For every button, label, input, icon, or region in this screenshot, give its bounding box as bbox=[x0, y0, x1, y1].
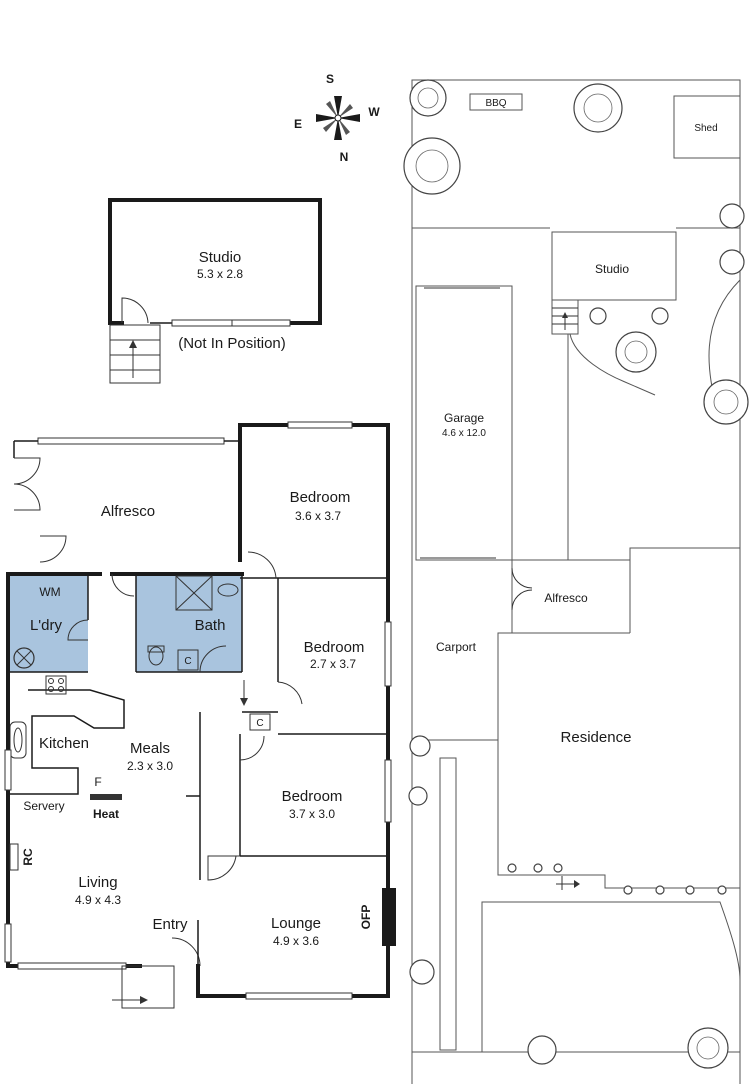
laundry-label: L'dry bbox=[30, 617, 63, 634]
bedroom1-label: Bedroom bbox=[290, 489, 351, 506]
house-plan bbox=[4, 421, 396, 1009]
bedroom2-size: 2.7 x 3.7 bbox=[310, 657, 356, 671]
site-studio-label: Studio bbox=[595, 262, 629, 276]
reverse-cycle-label: RC bbox=[21, 848, 35, 866]
washing-machine-label: WM bbox=[39, 585, 60, 599]
kitchen-label: Kitchen bbox=[39, 735, 89, 752]
site-alfresco-label: Alfresco bbox=[544, 591, 588, 605]
site-residence-label: Residence bbox=[561, 729, 632, 746]
compass-north-label: N bbox=[340, 150, 349, 164]
site-bbq-label: BBQ bbox=[485, 98, 506, 109]
bedroom3-size: 3.7 x 3.0 bbox=[289, 807, 335, 821]
bath-label: Bath bbox=[195, 617, 226, 634]
alfresco-label: Alfresco bbox=[101, 503, 155, 520]
entry-label: Entry bbox=[152, 916, 188, 933]
studio-size: 5.3 x 2.8 bbox=[197, 267, 243, 281]
lounge-size: 4.9 x 3.6 bbox=[273, 934, 319, 948]
living-label: Living bbox=[78, 874, 117, 891]
compass-east-label: E bbox=[294, 117, 302, 131]
site-carport-label: Carport bbox=[436, 640, 477, 654]
site-garage-label: Garage bbox=[444, 411, 484, 425]
open-fireplace-label: OFP bbox=[359, 905, 373, 930]
lounge-label: Lounge bbox=[271, 915, 321, 932]
meals-size: 2.3 x 3.0 bbox=[127, 759, 173, 773]
site-plan bbox=[411, 79, 741, 1084]
servery-label: Servery bbox=[23, 799, 64, 813]
fridge-label: F bbox=[94, 775, 101, 789]
bedroom3-label: Bedroom bbox=[282, 788, 343, 805]
bedroom1-size: 3.6 x 3.7 bbox=[295, 509, 341, 523]
site-garage-size: 4.6 x 12.0 bbox=[442, 428, 486, 439]
bedroom2-label: Bedroom bbox=[304, 639, 365, 656]
studio-building: Studio 5.3 x 2.8 (Not In Position) bbox=[108, 198, 322, 384]
compass-west-label: W bbox=[368, 105, 380, 119]
bath-cupboard-label: C bbox=[184, 656, 191, 667]
compass-rose: S N E W bbox=[294, 72, 380, 164]
studio-note: (Not In Position) bbox=[178, 335, 286, 352]
living-size: 4.9 x 4.3 bbox=[75, 893, 121, 907]
bath-wet-area bbox=[136, 574, 242, 672]
site-shed-label: Shed bbox=[694, 123, 717, 134]
studio-name: Studio bbox=[199, 249, 242, 266]
compass-south-label: S bbox=[326, 72, 334, 86]
hall-cupboard-label: C bbox=[256, 718, 263, 729]
site-trees bbox=[403, 79, 749, 1069]
heater-label: Heat bbox=[93, 807, 119, 821]
meals-label: Meals bbox=[130, 740, 170, 757]
